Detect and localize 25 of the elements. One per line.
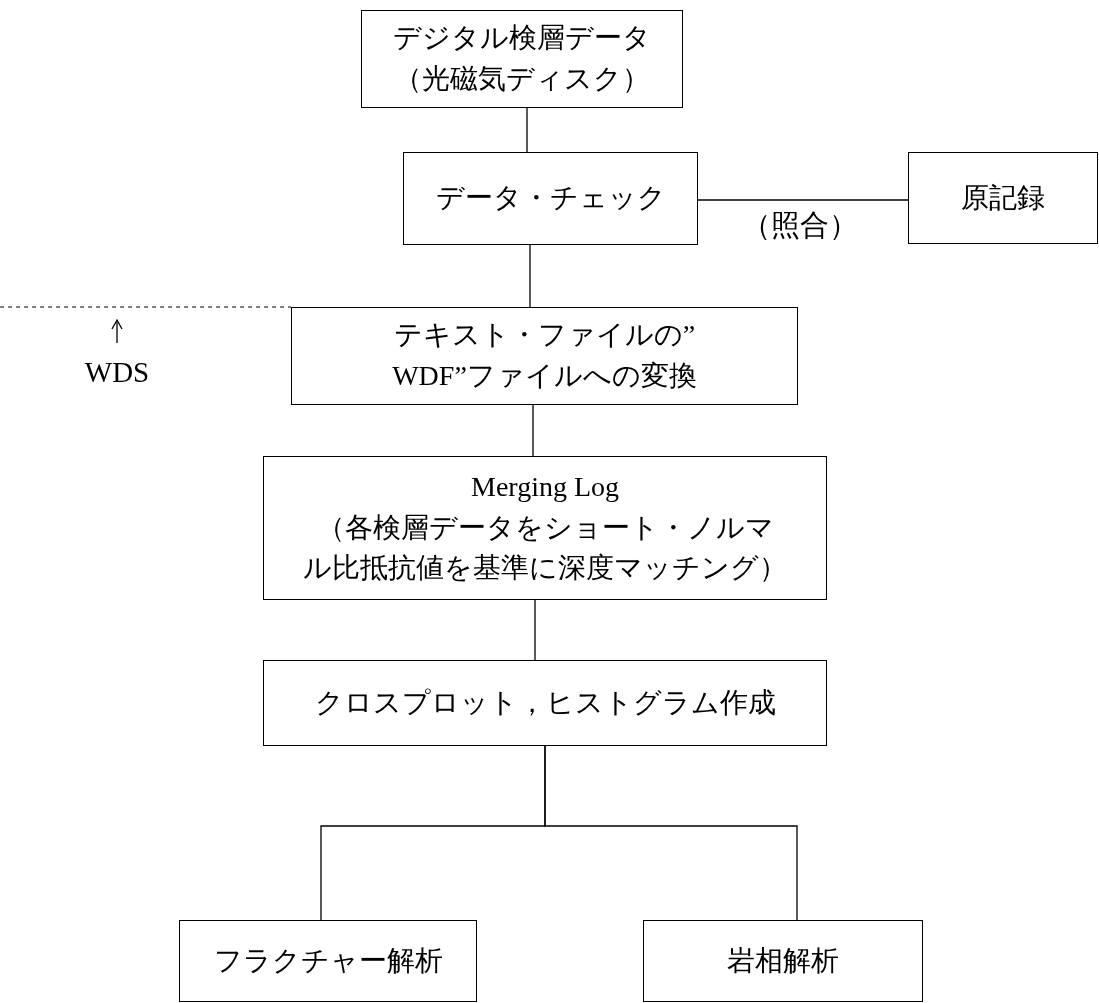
process-box — [361, 10, 683, 108]
box-label: （各検層データをショート・ノルマル比抵抗値を基準に深度マッチング） — [302, 510, 788, 586]
process-box — [643, 920, 923, 1002]
process-box — [908, 152, 1098, 244]
connector-line — [529, 244, 531, 308]
connector-line — [697, 199, 909, 201]
box-label: テキスト・ファイルの”WDF”ファイルへの変換 — [391, 318, 698, 393]
process-box — [179, 920, 477, 1002]
note-label: WDS — [84, 355, 150, 389]
process-box — [403, 152, 698, 245]
box-label: デジタル検層データ — [393, 21, 651, 56]
process-box — [291, 307, 798, 405]
box-label: クロスプロット，ヒストグラム作成 — [314, 685, 776, 720]
box-label: フラクチャー解析 — [213, 943, 443, 978]
connector-line — [532, 404, 534, 457]
box-label: 岩相解析 — [727, 943, 839, 978]
box-label: Merging Log — [471, 470, 619, 505]
process-box — [263, 660, 827, 746]
box-label: （光磁気ディスク） — [394, 62, 650, 96]
box-label: 原記録 — [961, 180, 1045, 215]
process-box — [263, 456, 827, 600]
box-label: データ・チェック — [435, 181, 666, 216]
connector-line — [544, 745, 798, 921]
connector-line — [534, 599, 536, 661]
connector-line — [526, 107, 528, 153]
